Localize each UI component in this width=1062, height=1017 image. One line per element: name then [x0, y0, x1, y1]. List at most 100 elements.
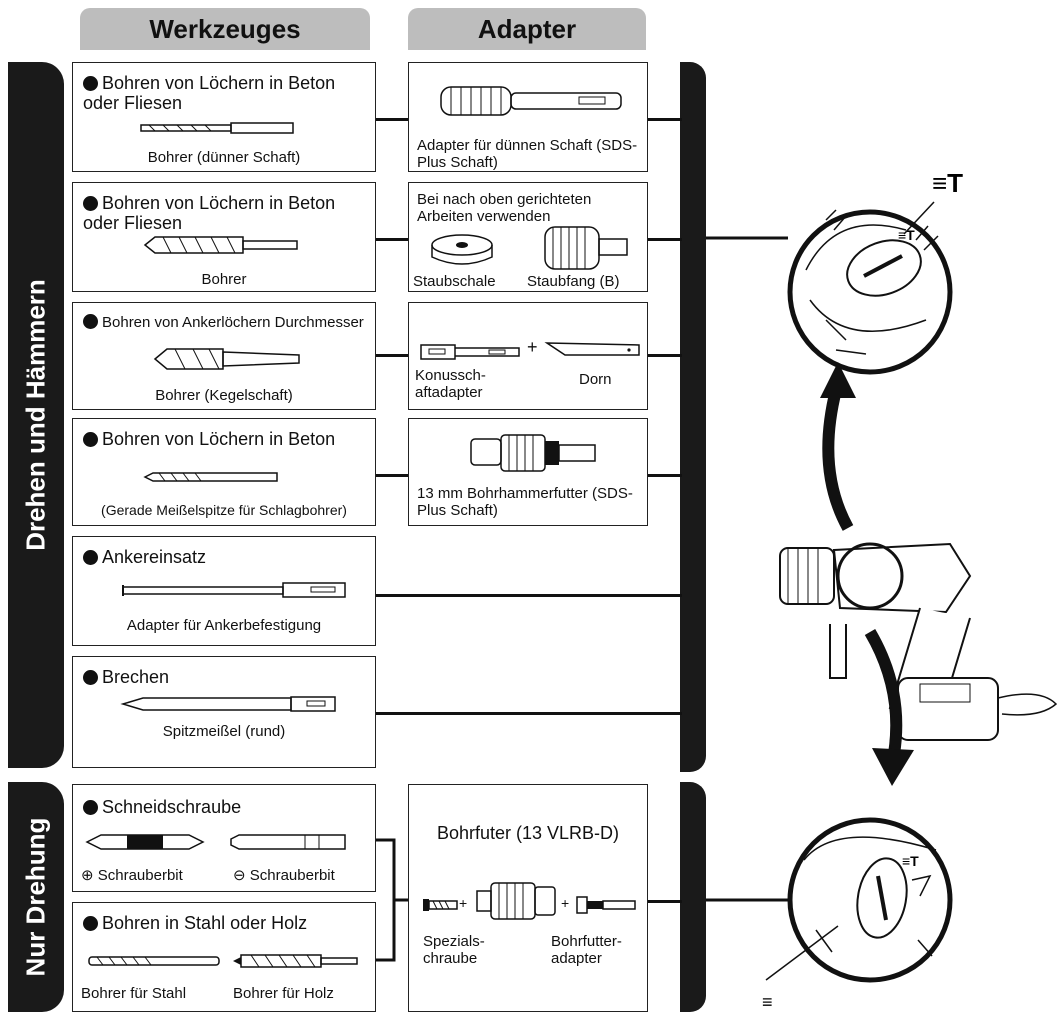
bullet-icon: [83, 800, 98, 815]
bullet-icon: [83, 670, 98, 685]
mode-selector-hammer-closeup: ≡T ≡T: [706, 168, 963, 375]
steel-drill-icon: [88, 956, 220, 966]
tool-box-steel-wood: Bohren in Stahl oder Holz Bohrer für Sta…: [72, 902, 376, 1012]
adapter-caption-left: Konussch- aftadapter: [415, 367, 486, 401]
svg-text:≡: ≡: [762, 992, 773, 1012]
hammer-chuck-icon: [470, 434, 596, 472]
tool-title: Brechen: [102, 667, 170, 687]
adapter-box-5: Bohrfuter (13 VLRB-D) + + Spezials- chra…: [408, 784, 648, 1012]
tool-box-5: Ankereinsatz Adapter für Ankerbefestigun…: [72, 536, 376, 646]
connector-line: [376, 712, 682, 715]
connector-line: [648, 118, 682, 121]
plus-sign: +: [561, 895, 570, 911]
drill-bit-thin-icon: [140, 122, 294, 134]
taper-shank-adapter-icon: [420, 344, 520, 360]
plus-sign: +: [527, 337, 538, 357]
svg-text:≡T: ≡T: [898, 227, 915, 243]
svg-text:≡T: ≡T: [932, 168, 963, 198]
connector-line: [648, 354, 682, 357]
connector-line: [376, 238, 408, 241]
drift-key-icon: [544, 342, 640, 356]
adapter-box-4: 13 mm Bohrhammerfutter (SDS-Plus Schaft): [408, 418, 648, 526]
dust-extractor-icon: [544, 226, 628, 270]
tool-box-1: Bohren von Löchern in Beton oder Fliesen…: [72, 62, 376, 172]
bullet-icon: [83, 76, 98, 91]
adapter-caption: Adapter für dünnen Schaft (SDS-Plus Scha…: [417, 137, 638, 171]
connector-line: [376, 474, 408, 477]
rotation-only-bar: [680, 782, 706, 1012]
tool-box-4: Bohren von Löchern in Beton (Gerade Meiß…: [72, 418, 376, 526]
wood-drill-icon: [233, 954, 358, 968]
tool-title: Bohren von Löchern in Beton: [102, 429, 336, 449]
arrow-up-icon: [820, 362, 856, 531]
tool-caption: Spitzmeißel (rund): [162, 723, 286, 740]
drill-chuck-icon: [476, 882, 556, 920]
tool-caption: Bohrer (dünner Schaft): [147, 149, 301, 166]
tool-caption-a: ⊕ Schrauberbit: [81, 867, 183, 884]
special-screw-icon: [423, 899, 458, 911]
mode-rotation-hammer-label: Drehen und Hämmern: [20, 279, 51, 551]
tool-title: Schneidschraube: [102, 797, 242, 817]
tool-caption: Bohrer (Kegelschaft): [155, 387, 293, 404]
connector-line: [648, 900, 682, 903]
tool-title: Bohren von Ankerlöchern Durchmesser: [102, 314, 364, 331]
arrow-down-icon: [864, 628, 914, 786]
connector-line: [376, 594, 682, 597]
slotted-bit-icon: [230, 834, 346, 850]
tool-title: Bohren in Stahl oder Holz: [102, 913, 308, 933]
tool-box-6: Brechen Spitzmeißel (rund): [72, 656, 376, 768]
straight-chisel-bit-icon: [143, 472, 278, 482]
adapter-box-3: + Konussch- aftadapter Dorn: [408, 302, 648, 410]
tool-box-3: Bohren von Ankerlöchern Durchmesser Bohr…: [72, 302, 376, 410]
connector-line: [648, 238, 682, 241]
adapter-caption-right: Staubfang (B): [527, 273, 620, 290]
chuck-adapter-icon: [576, 896, 636, 914]
tool-box-2: Bohren von Löchern in Beton oder Fliesen…: [72, 182, 376, 292]
connector-line: [376, 354, 408, 357]
tool-caption-a: Bohrer für Stahl: [81, 985, 187, 1002]
mode-selector-rotation-closeup: ≡T ≡: [706, 817, 953, 1012]
adapter-note: Bei nach oben gerichteten Arbeiten verwe…: [417, 191, 592, 225]
adapter-box-1: Adapter für dünnen Schaft (SDS-Plus Scha…: [408, 62, 648, 172]
tool-box-screw: Schneidschraube ⊕ Schrauberbit ⊖ Schraub…: [72, 784, 376, 892]
chuck-title: Bohrfuter (13 VLRB-D): [436, 823, 620, 843]
drill-bit-icon: [143, 236, 298, 254]
chuck-caption-right: Bohrfutter- adapter: [551, 933, 622, 967]
plus-sign: +: [459, 895, 468, 911]
anchor-adapter-icon: [122, 582, 346, 598]
bullet-icon: [83, 196, 98, 211]
adapter-box-2: Bei nach oben gerichteten Arbeiten verwe…: [408, 182, 648, 292]
connector-line: [376, 118, 408, 121]
svg-text:≡T: ≡T: [902, 853, 919, 869]
tool-caption-b: Bohrer für Holz: [233, 985, 334, 1002]
chuck-caption-left: Spezials- chraube: [423, 933, 485, 967]
bullet-icon: [83, 432, 98, 447]
header-tools: Werkzeuges: [80, 8, 370, 50]
tool-title: Ankereinsatz: [102, 547, 207, 567]
connector-line: [648, 474, 682, 477]
mode-rotation-only: Nur Drehung: [8, 782, 64, 1012]
hammer-drill-icon: [779, 542, 1058, 741]
phillips-bit-icon: [85, 834, 205, 850]
bullet-icon: [83, 314, 98, 329]
thin-shank-adapter-icon: [440, 86, 622, 116]
taper-drill-bit-icon: [153, 348, 300, 370]
tool-title: Bohren von Löchern in Beton oder Fliesen: [83, 73, 336, 113]
rotation-hammer-bar: [680, 62, 706, 772]
mode-rotation-hammer: Drehen und Hämmern: [8, 62, 64, 768]
tool-title: Bohren von Löchern in Beton oder Fliesen: [83, 193, 336, 233]
tool-caption: Adapter für Ankerbefestigung: [126, 617, 322, 634]
bracket-connector: [376, 838, 408, 962]
mode-rotation-only-label: Nur Drehung: [20, 817, 51, 977]
dust-cup-icon: [431, 234, 493, 265]
adapter-caption: 13 mm Bohrhammerfutter (SDS-Plus Schaft): [417, 485, 633, 519]
bullet-icon: [83, 916, 98, 931]
adapter-caption-right: Dorn: [579, 371, 612, 388]
tool-caption: Bohrer: [201, 271, 247, 288]
point-chisel-icon: [120, 696, 336, 712]
bullet-icon: [83, 550, 98, 565]
tool-caption-b: ⊖ Schrauberbit: [233, 867, 335, 884]
adapter-caption-left: Staubschale: [413, 273, 496, 290]
tool-caption: (Gerade Meißelspitze für Schlagbohrer): [101, 502, 347, 518]
header-adapter: Adapter: [408, 8, 646, 50]
